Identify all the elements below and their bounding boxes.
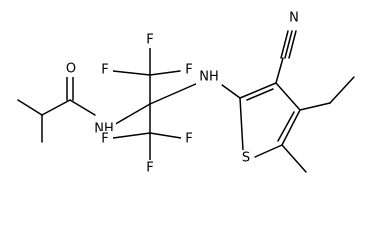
carbonyl-oxygen-label-bg (63, 61, 79, 77)
cf3-bottom-f-left-label: F (101, 132, 108, 147)
bond-thiophene-c4-c5 (281, 109, 301, 146)
thiophene-sulfur-label: S (242, 151, 250, 166)
cf3-bottom-f-bottom-label: F (146, 161, 153, 176)
bond-cf3-top-f-right (149, 70, 181, 76)
cf3-top-f-left-label-bg (97, 62, 113, 78)
bond-thiophene-c2-c3 (239, 82, 277, 99)
bond-ch-carbonyl-c (41, 99, 71, 116)
bond-thiophene-s-c2 (239, 97, 244, 151)
bond-c4-ethyl-ch2 (299, 102, 331, 111)
cf3-bottom-f-left-label-bg (97, 131, 113, 147)
bond-nitrile-triple-3 (288, 30, 297, 59)
bond-thiophene-c3-c4 (275, 82, 301, 111)
bond-cf3-bottom-f-left (112, 132, 151, 139)
bond-cf3-bottom-f-right (149, 132, 182, 139)
cf3-bottom-f-bottom-label-bg (142, 160, 158, 176)
nitrile-nitrogen-label-bg (286, 10, 302, 26)
cf3-top-f-left-label: F (101, 63, 108, 78)
bond-nitrile-triple-2 (284, 30, 293, 59)
cf3-top-f-right-label-bg (181, 62, 197, 78)
bond-c3-nitrile-c (275, 57, 284, 84)
cf3-top-f-right-label: F (185, 63, 192, 78)
thiophene-sulfur-label-bg (238, 150, 254, 166)
bond-quaternary-c-amine-n (149, 82, 199, 105)
bond-thiophene-c2-c3-inner (246, 88, 274, 101)
bond-ethyl-ch2-ch3 (329, 76, 355, 104)
bond-thiophene-c5-s (254, 144, 283, 158)
cf3-bottom-f-right-label: F (185, 132, 192, 147)
bond-carbonyl-c-amide-n (69, 99, 96, 116)
chemical-structure: O NH NH N S F F F F F F (17, 10, 355, 176)
bond-c5-methyl (281, 144, 307, 173)
amine-nh-label-bg (196, 69, 222, 85)
cf3-bottom-f-right-label-bg (181, 131, 197, 147)
cf3-top-f-top-label-bg (142, 32, 158, 48)
amine-nh-label: NH (199, 70, 219, 85)
bond-methyl-ch (17, 99, 43, 116)
bond-nitrile-triple-1 (280, 30, 289, 59)
bond-thiophene-c4-c5-inner (277, 111, 295, 142)
bond-cf3-top-f-left (112, 70, 151, 76)
nitrile-nitrogen-label: N (289, 11, 299, 26)
bond-amide-n-quaternary-c (111, 103, 151, 127)
carbonyl-oxygen-label: O (66, 62, 76, 77)
cf3-top-f-top-label: F (146, 33, 153, 48)
